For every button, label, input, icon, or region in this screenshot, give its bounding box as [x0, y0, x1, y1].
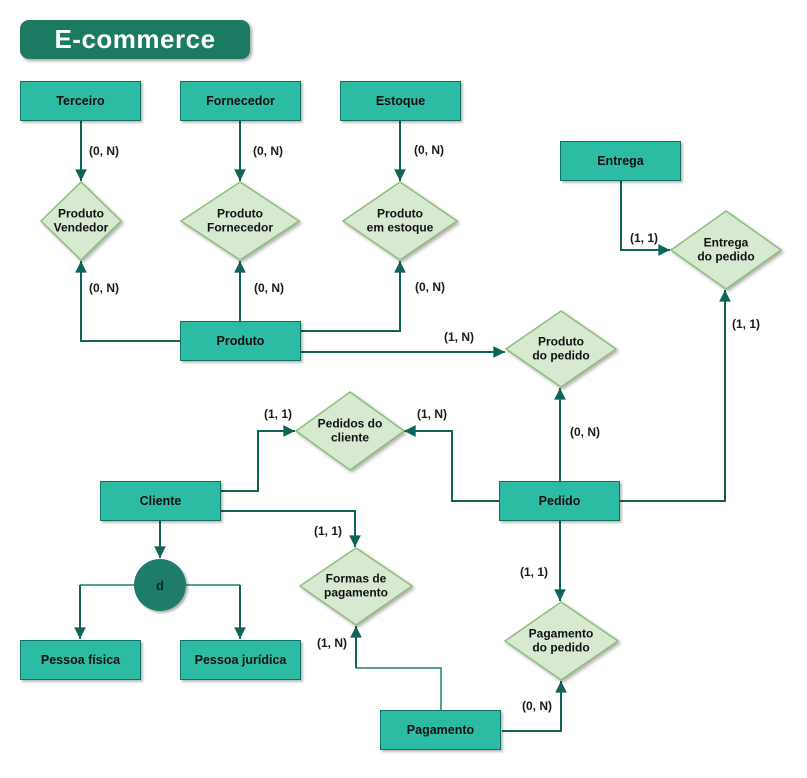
cardinality-label: (0, N): [522, 699, 552, 713]
conn-cliente-formas-de-pagamento: [221, 510, 361, 547]
cardinality-label: (1, N): [444, 330, 474, 344]
cardinality-label: (0, N): [89, 281, 119, 295]
cardinality-label: (1, 1): [629, 231, 659, 245]
entity-cliente[interactable]: Cliente: [100, 481, 221, 521]
entity-label: Pessoa física: [40, 653, 121, 667]
entity-label: Fornecedor: [206, 94, 275, 108]
entity-estoque[interactable]: Estoque: [340, 81, 461, 121]
cardinality-label: (0, N): [570, 425, 600, 439]
cardinality-label: (1, 1): [263, 407, 293, 421]
relationship-produto-fornecedor[interactable]: [179, 181, 301, 261]
cardinality-label: (0, N): [89, 144, 119, 158]
cardinality-label: (1, 1): [313, 524, 343, 538]
cardinality-label: (1, 1): [731, 317, 761, 331]
entity-pagamento[interactable]: Pagamento: [380, 710, 501, 750]
conn-pedido-pedidos-do-cliente: [404, 425, 499, 502]
cardinality-label: (0, N): [415, 280, 445, 294]
entity-label: Entrega: [597, 154, 644, 168]
relationship-pagamento-do-pedido[interactable]: [503, 601, 620, 681]
conn-pagamento-formas-de-pagamento-h: [356, 667, 442, 710]
cardinality-label: (0, N): [253, 144, 283, 158]
conn-produto-produto-em-estoque: [301, 261, 406, 332]
specialization-circle[interactable]: d: [134, 559, 186, 611]
conn-produto-produto-vendedor: [75, 261, 180, 342]
entity-fornecedor[interactable]: Fornecedor: [180, 81, 301, 121]
cardinality-label: (0, N): [414, 143, 444, 157]
entity-label: Pedido: [538, 494, 581, 508]
entity-label: Estoque: [375, 94, 426, 108]
relationship-formas-de-pagamento[interactable]: [298, 547, 414, 626]
entity-label: Produto: [216, 334, 265, 348]
relationship-produto-do-pedido[interactable]: [504, 310, 618, 388]
diagram-title[interactable]: E-commerce: [20, 20, 250, 59]
conn-pagamento-pagamento-do-pedido: [502, 681, 567, 732]
conn-entrega-entrega-do-pedido: [620, 181, 670, 256]
cardinality-label: (0, N): [254, 281, 284, 295]
cardinality-label: (1, N): [417, 407, 447, 421]
entity-label: Terceiro: [56, 94, 105, 108]
relationship-produto-em-estoque[interactable]: [341, 181, 459, 261]
entity-pessoa-fisica[interactable]: Pessoa física: [20, 640, 141, 680]
entity-label: Pessoa jurídica: [194, 653, 287, 667]
cardinality-label: (1, N): [317, 636, 347, 650]
relationship-produto-vendedor[interactable]: [39, 180, 123, 262]
entity-entrega[interactable]: Entrega: [560, 141, 681, 181]
entity-label: Pagamento: [406, 723, 475, 737]
conn-pedido-entrega-do-pedido: [620, 290, 731, 502]
entity-pessoa-juridica[interactable]: Pessoa jurídica: [180, 640, 301, 680]
diagram-title-label: E-commerce: [54, 24, 216, 54]
conn-cliente-pedidos-do-cliente: [221, 425, 295, 492]
cardinality-label: (1, 1): [519, 565, 549, 579]
entity-terceiro[interactable]: Terceiro: [20, 81, 141, 121]
entity-pedido[interactable]: Pedido: [499, 481, 620, 521]
relationship-entrega-do-pedido[interactable]: [669, 210, 783, 290]
entity-produto[interactable]: Produto: [180, 321, 301, 361]
specialization-label: d: [156, 577, 164, 593]
entity-label: Cliente: [139, 494, 182, 508]
relationship-pedidos-do-cliente[interactable]: [294, 391, 406, 471]
